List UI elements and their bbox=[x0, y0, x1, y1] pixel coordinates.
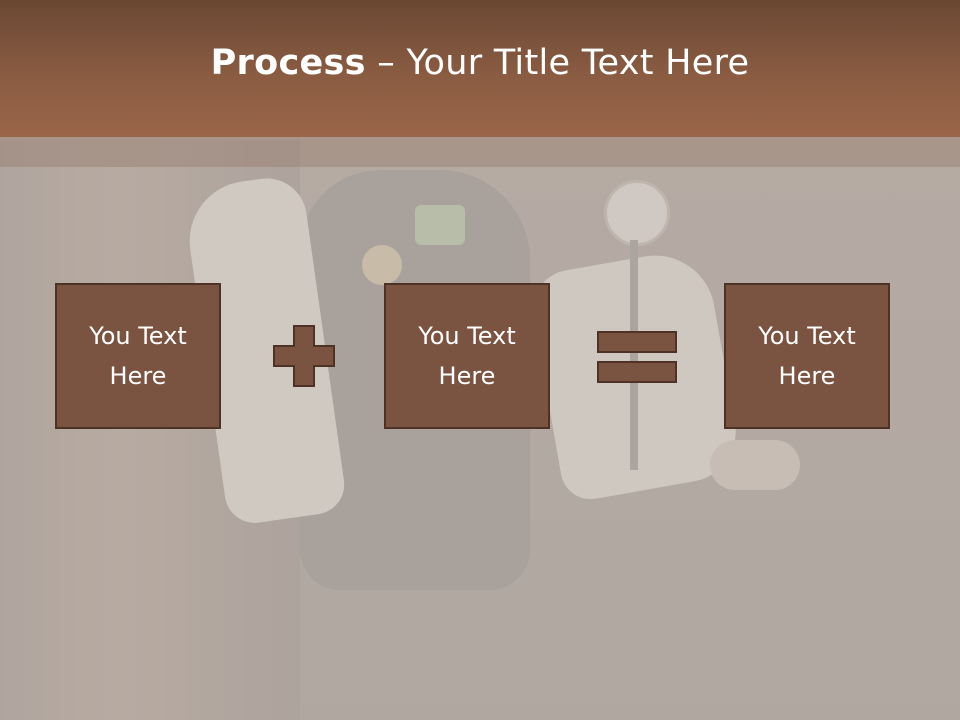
process-box-3-text: You Text Here bbox=[758, 322, 856, 390]
title-rest: – Your Title Text Here bbox=[365, 42, 750, 83]
title-bar: Process – Your Title Text Here bbox=[0, 0, 960, 137]
equals-icon bbox=[597, 331, 677, 383]
process-box-2[interactable]: You Text Here bbox=[384, 283, 550, 429]
slide-title: Process – Your Title Text Here bbox=[211, 43, 750, 83]
process-box-1-text: You Text Here bbox=[89, 322, 187, 390]
process-box-1[interactable]: You Text Here bbox=[55, 283, 221, 429]
process-box-2-text: You Text Here bbox=[418, 322, 516, 390]
process-box-3[interactable]: You Text Here bbox=[724, 283, 890, 429]
title-bold: Process bbox=[210, 42, 366, 83]
plus-icon bbox=[273, 325, 335, 387]
title-strip bbox=[0, 137, 960, 167]
